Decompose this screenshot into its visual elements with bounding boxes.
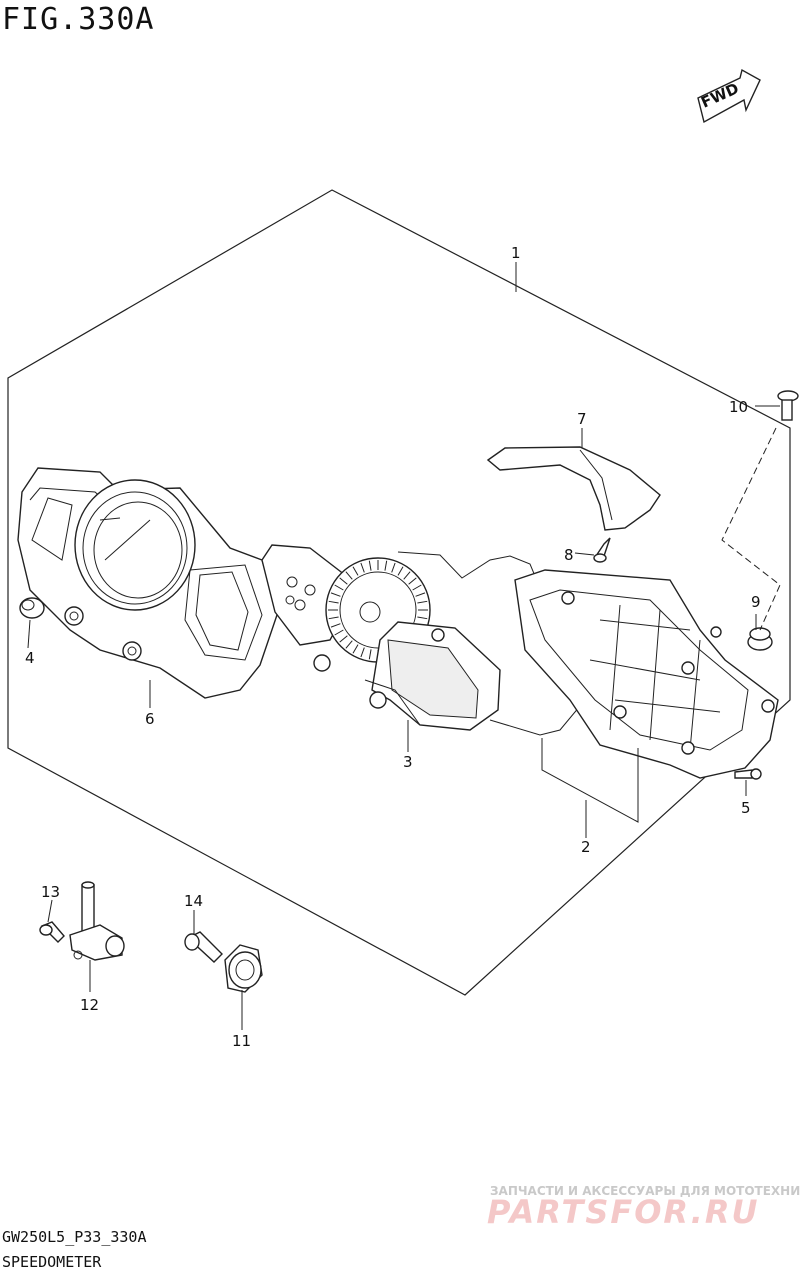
- bolt-part-13: [39, 921, 65, 943]
- meter-unit-part-3: [261, 544, 501, 731]
- bolt-part-14: [184, 931, 223, 963]
- dial-tick: [360, 562, 365, 573]
- grommet-part-9: [747, 627, 773, 651]
- callout-10: 10: [729, 398, 748, 416]
- dial-tick: [412, 584, 422, 591]
- screw-part-8: [593, 537, 611, 563]
- callout-7: 7: [577, 410, 587, 428]
- callout-2: 2: [581, 838, 591, 856]
- grommet-part-4: [19, 597, 45, 619]
- meter-cover-part-6: [17, 467, 279, 699]
- dial-tick: [391, 562, 396, 573]
- dial-tick: [334, 629, 344, 636]
- callout-11: 11: [232, 1032, 251, 1050]
- leader-lines: [27, 262, 781, 1030]
- sensor-rotor-part-11: [224, 944, 263, 993]
- dial-tick: [352, 644, 359, 654]
- callout-5: 5: [741, 799, 751, 817]
- dial-tick: [417, 616, 428, 620]
- dial-tick: [368, 649, 372, 660]
- dial-tick: [330, 592, 341, 597]
- figure-title: FIG.330A: [2, 2, 155, 37]
- callout-9: 9: [751, 593, 761, 611]
- dial-tick: [339, 635, 348, 643]
- dial-tick: [403, 571, 411, 580]
- callout-6: 6: [145, 710, 155, 728]
- dial-tick: [397, 566, 404, 576]
- speed-sensor-part-12: [69, 881, 125, 961]
- callout-13: 13: [41, 883, 60, 901]
- dial-tick: [360, 647, 365, 658]
- dial-tick: [352, 566, 359, 576]
- dial-tick: [368, 560, 372, 571]
- footer-diagram-code: GW250L5_P33_330A: [2, 1228, 147, 1246]
- dial-tick: [328, 600, 339, 604]
- screw-part-10: [777, 390, 799, 421]
- watermark-brand: PARTSFOR.RU: [487, 1193, 760, 1231]
- dial-tick: [345, 640, 353, 649]
- dial-tick: [330, 623, 341, 628]
- footer-diagram-name: SPEEDOMETER: [2, 1253, 102, 1271]
- screw-part-5: [734, 768, 762, 780]
- dial-tick: [415, 592, 426, 597]
- watermark-tagline: ЗАПЧАСТИ И АКСЕССУАРЫ ДЛЯ МОТОТЕХНИКИ: [490, 1184, 800, 1198]
- dial-tick: [384, 560, 388, 571]
- callout-12: 12: [80, 996, 99, 1014]
- meter-case-part-2: [514, 569, 779, 779]
- callout-8: 8: [564, 546, 574, 564]
- visor-part-7: [486, 446, 661, 531]
- callout-1: 1: [511, 244, 521, 262]
- dial-tick: [339, 577, 348, 585]
- dial-tick: [417, 600, 428, 604]
- dial-tick: [334, 584, 344, 591]
- fwd-arrow-icon: FWD: [697, 68, 761, 124]
- assembly-outline: [7, 189, 791, 996]
- dial-tick: [345, 571, 353, 580]
- dial-tick: [328, 616, 339, 620]
- dial-tick: [408, 577, 417, 585]
- callout-14: 14: [184, 892, 203, 910]
- callout-4: 4: [25, 649, 35, 667]
- callout-3: 3: [403, 753, 413, 771]
